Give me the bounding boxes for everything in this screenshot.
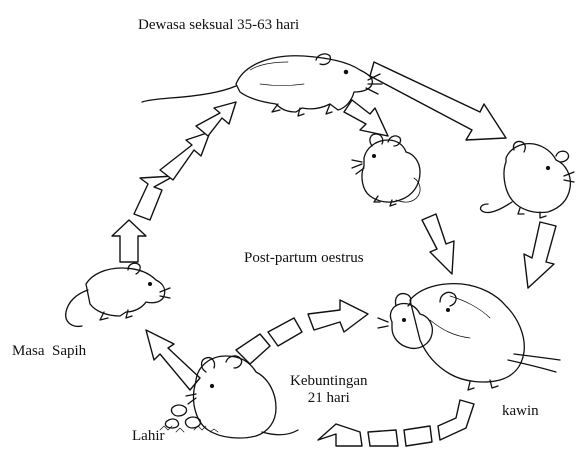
cycle-arrow-icon	[370, 62, 506, 140]
cycle-arrow-icon	[134, 176, 174, 220]
label-birth: Lahir	[132, 428, 164, 445]
cycle-arrow-icon	[422, 214, 454, 274]
label-mating: kawin	[502, 403, 539, 420]
cycle-arrow-icon	[236, 300, 368, 364]
cycle-arrow-icon	[196, 102, 236, 136]
label-pregnancy-line1: Kebuntingan	[290, 373, 367, 390]
label-weaning: Masa Sapih	[12, 343, 86, 360]
cycle-arrow-icon	[160, 132, 210, 180]
rat-sitting-icon	[481, 141, 574, 218]
label-pregnancy: Kebuntingan 21 hari	[290, 373, 367, 408]
cycle-arrow-icon	[524, 222, 556, 288]
rat-weanling-icon	[66, 263, 170, 326]
cycle-arrow-icon	[146, 330, 200, 390]
rat-sitting-icon	[352, 134, 420, 206]
rat-mating-pair-icon	[378, 284, 560, 390]
label-pregnancy-line2: 21 hari	[290, 390, 367, 407]
label-sexual-maturity: Dewasa seksual 35-63 hari	[138, 17, 299, 34]
cycle-arrow-icon	[112, 220, 146, 262]
rat-adult-icon	[142, 54, 382, 116]
label-post-partum-oestrus: Post-partum oestrus	[244, 250, 364, 267]
cycle-arrow-icon	[344, 100, 388, 136]
